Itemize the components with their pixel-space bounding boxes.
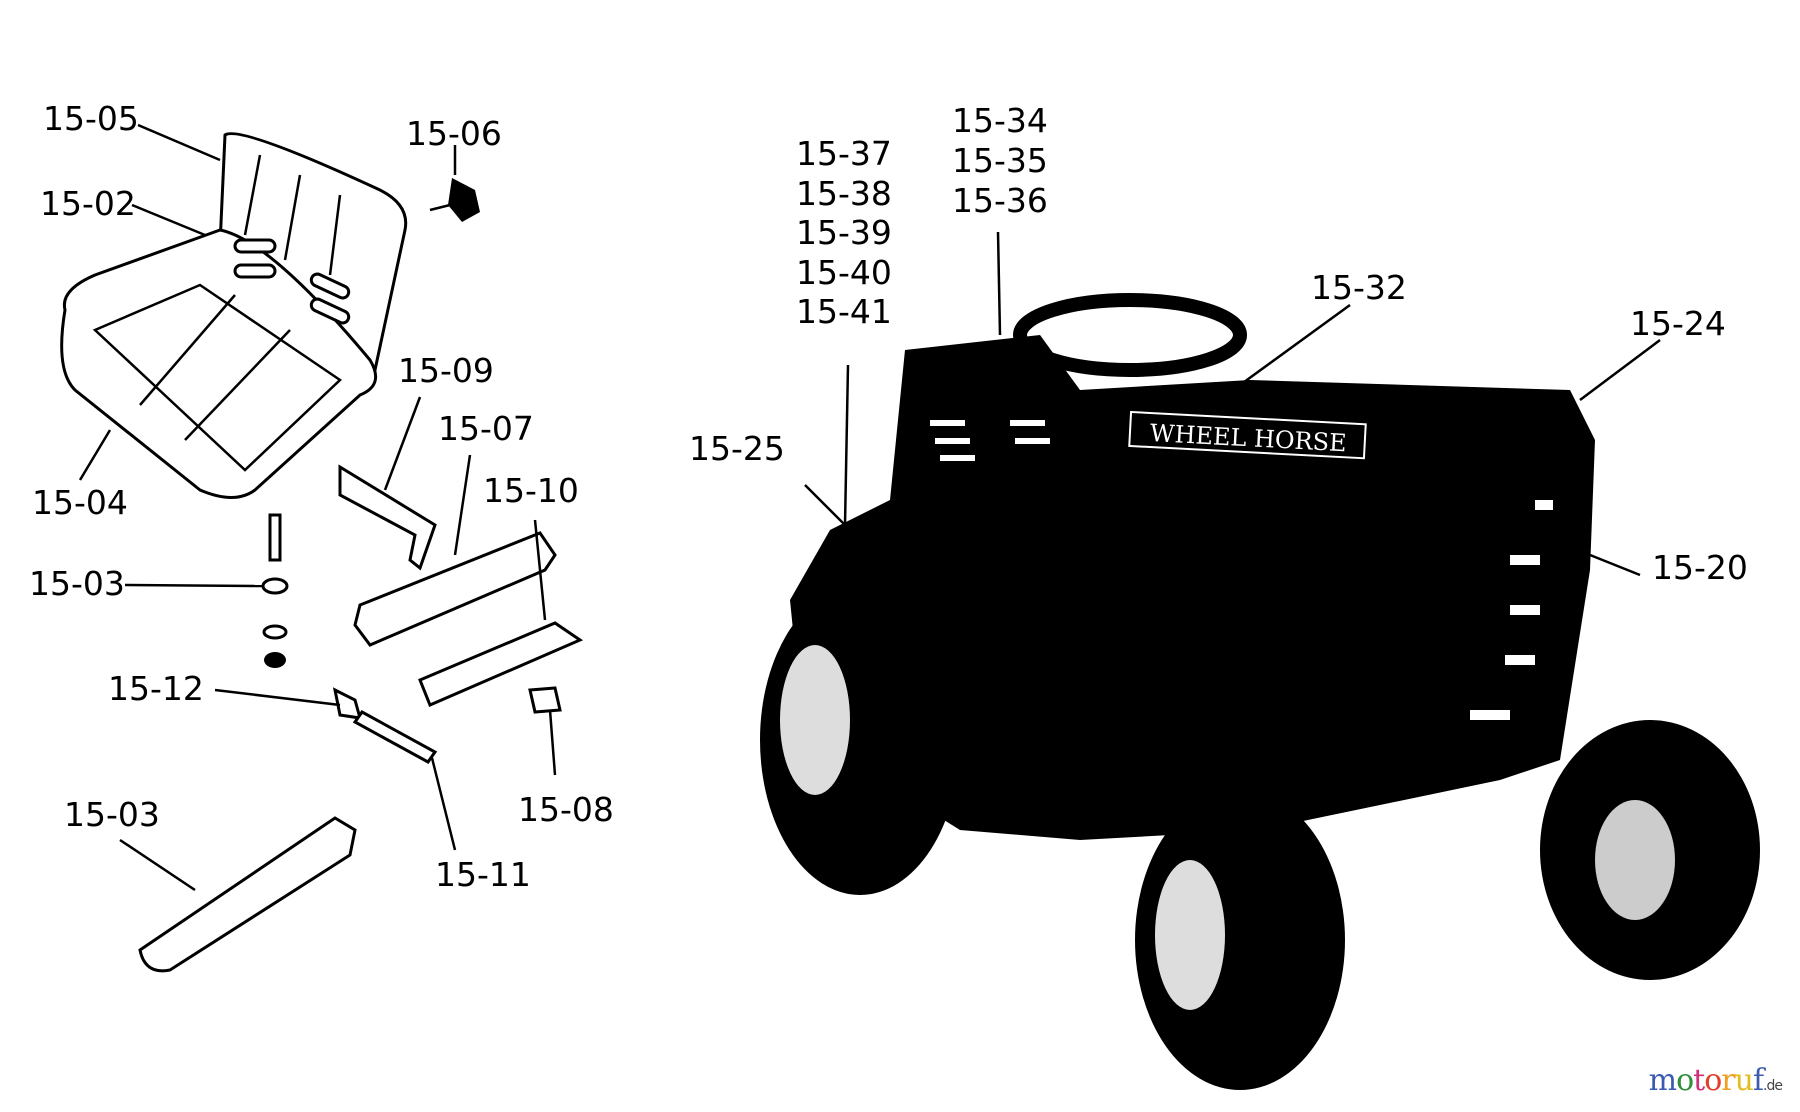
label-15-11: 15-11 xyxy=(435,855,531,894)
watermark-text: motoruf xyxy=(1648,1063,1764,1098)
label-15-25: 15-25 xyxy=(689,429,785,468)
watermark-suffix: .de xyxy=(1763,1078,1783,1094)
label-15-08: 15-08 xyxy=(518,790,614,829)
label-15-37: 15-37 xyxy=(796,134,892,173)
part-labels: 15-05 15-02 15-06 15-04 15-09 15-07 15-1… xyxy=(29,99,1748,894)
bolt-stack-part xyxy=(261,513,289,668)
seat-assembly xyxy=(60,132,408,499)
label-15-36: 15-36 xyxy=(952,181,1048,220)
label-15-24: 15-24 xyxy=(1630,304,1726,343)
label-15-34: 15-34 xyxy=(952,101,1048,140)
label-15-12: 15-12 xyxy=(108,669,204,708)
bracket-parts xyxy=(138,464,584,973)
label-15-06: 15-06 xyxy=(406,114,502,153)
label-15-35: 15-35 xyxy=(952,141,1048,180)
label-15-32: 15-32 xyxy=(1311,268,1407,307)
label-15-09: 15-09 xyxy=(398,351,494,390)
label-15-39: 15-39 xyxy=(796,213,892,252)
label-15-07: 15-07 xyxy=(438,409,534,448)
knob-part xyxy=(429,178,480,222)
tractor-photo: WHEEL HORSE xyxy=(760,293,1760,1090)
label-15-20: 15-20 xyxy=(1652,548,1748,587)
label-15-02: 15-02 xyxy=(40,184,136,223)
label-15-03-b: 15-03 xyxy=(64,795,160,834)
label-15-05: 15-05 xyxy=(43,99,139,138)
watermark-logo: motoruf.de xyxy=(1648,1063,1783,1098)
leader-lines xyxy=(78,123,1661,892)
label-15-41: 15-41 xyxy=(796,292,892,331)
label-15-38: 15-38 xyxy=(796,174,892,213)
label-15-10: 15-10 xyxy=(483,471,579,510)
label-15-40: 15-40 xyxy=(796,253,892,292)
label-15-03-a: 15-03 xyxy=(29,564,125,603)
label-15-04: 15-04 xyxy=(32,483,128,522)
